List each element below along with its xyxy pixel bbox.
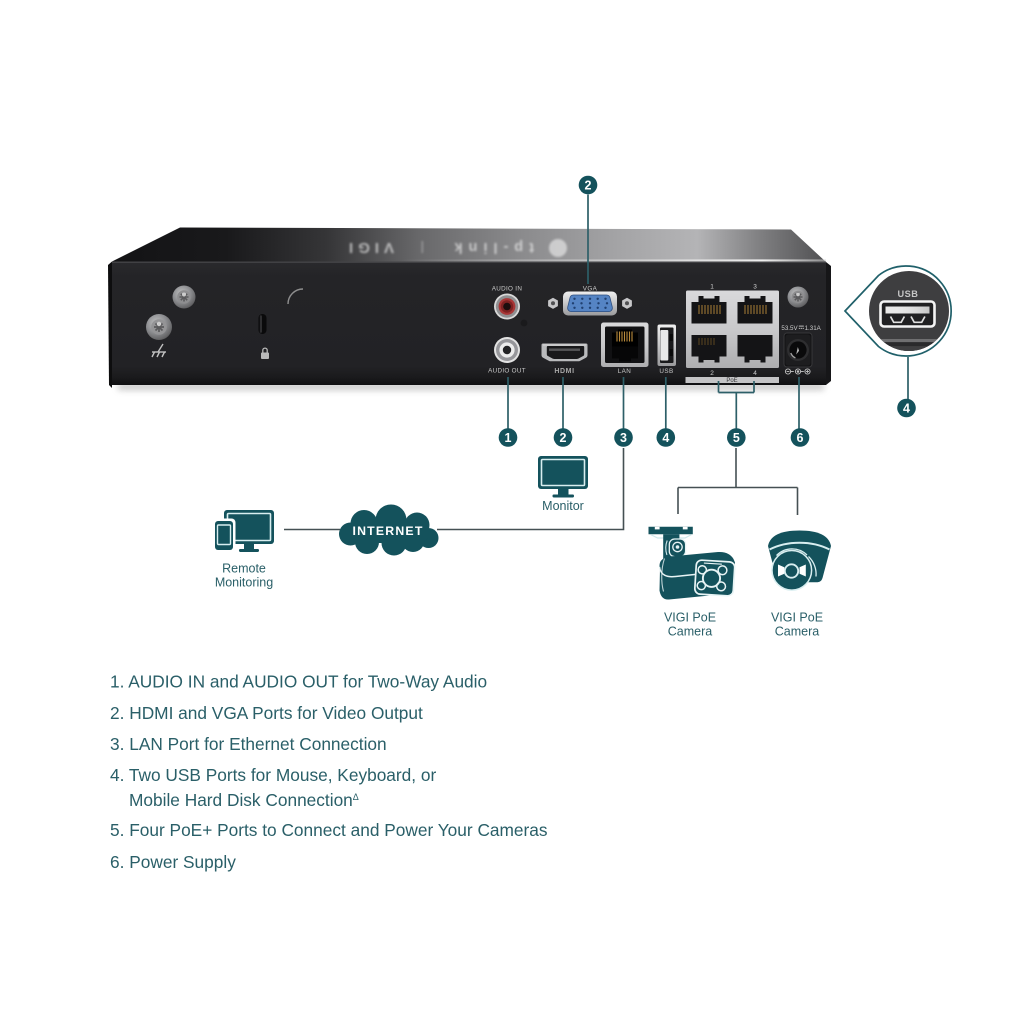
svg-text:VGA: VGA: [583, 286, 598, 293]
svg-text:VIGI PoE: VIGI PoE: [771, 610, 823, 624]
svg-text:tp-link: tp-link: [449, 239, 535, 255]
svg-text:2: 2: [560, 431, 567, 445]
svg-text:Camera: Camera: [775, 624, 820, 638]
svg-text:Mobile Hard Disk ConnectionΔ: Mobile Hard Disk ConnectionΔ: [129, 790, 359, 810]
svg-text:USB: USB: [898, 289, 919, 299]
svg-text:USB: USB: [659, 368, 673, 375]
svg-text:5. Four PoE+ Ports to Connect: 5. Four PoE+ Ports to Connect and Power …: [110, 820, 548, 840]
svg-text:53.5V: 53.5V: [781, 325, 798, 332]
svg-text:HDMI: HDMI: [554, 368, 574, 375]
svg-text:AUDIO IN: AUDIO IN: [492, 286, 523, 293]
svg-text:4. Two USB Ports for Mouse, Ke: 4. Two USB Ports for Mouse, Keyboard, or: [110, 765, 436, 785]
svg-text:6. Power Supply: 6. Power Supply: [110, 852, 236, 872]
svg-text:4: 4: [662, 431, 669, 445]
svg-text:VIGI PoE: VIGI PoE: [664, 610, 716, 624]
svg-text:4: 4: [753, 370, 757, 377]
svg-text:Monitoring: Monitoring: [215, 575, 273, 589]
svg-text:PoE: PoE: [726, 378, 737, 384]
svg-text:5: 5: [733, 431, 740, 445]
svg-text:Remote: Remote: [222, 561, 266, 575]
svg-text:3: 3: [620, 431, 627, 445]
svg-text:6: 6: [797, 431, 804, 445]
svg-text:3. LAN Port for Ethernet Conne: 3. LAN Port for Ethernet Connection: [110, 734, 387, 754]
svg-text:2. HDMI and VGA Ports for Vide: 2. HDMI and VGA Ports for Video Output: [110, 703, 423, 723]
svg-text:1: 1: [710, 284, 714, 291]
svg-text:VIGI: VIGI: [344, 239, 394, 256]
svg-text:3: 3: [753, 284, 757, 291]
svg-text:2: 2: [710, 370, 714, 377]
svg-text:AUDIO OUT: AUDIO OUT: [488, 368, 526, 375]
svg-text:1.31A: 1.31A: [805, 325, 822, 332]
svg-text:1: 1: [505, 431, 512, 445]
svg-text:Camera: Camera: [668, 624, 713, 638]
svg-text:INTERNET: INTERNET: [352, 524, 423, 538]
svg-text:LAN: LAN: [618, 368, 632, 375]
svg-text:|: |: [421, 241, 424, 256]
svg-text:Monitor: Monitor: [542, 499, 584, 513]
svg-text:2: 2: [585, 179, 592, 193]
svg-text:1. AUDIO IN and AUDIO OUT for: 1. AUDIO IN and AUDIO OUT for Two-Way Au…: [110, 672, 487, 692]
svg-text:4: 4: [903, 402, 910, 416]
